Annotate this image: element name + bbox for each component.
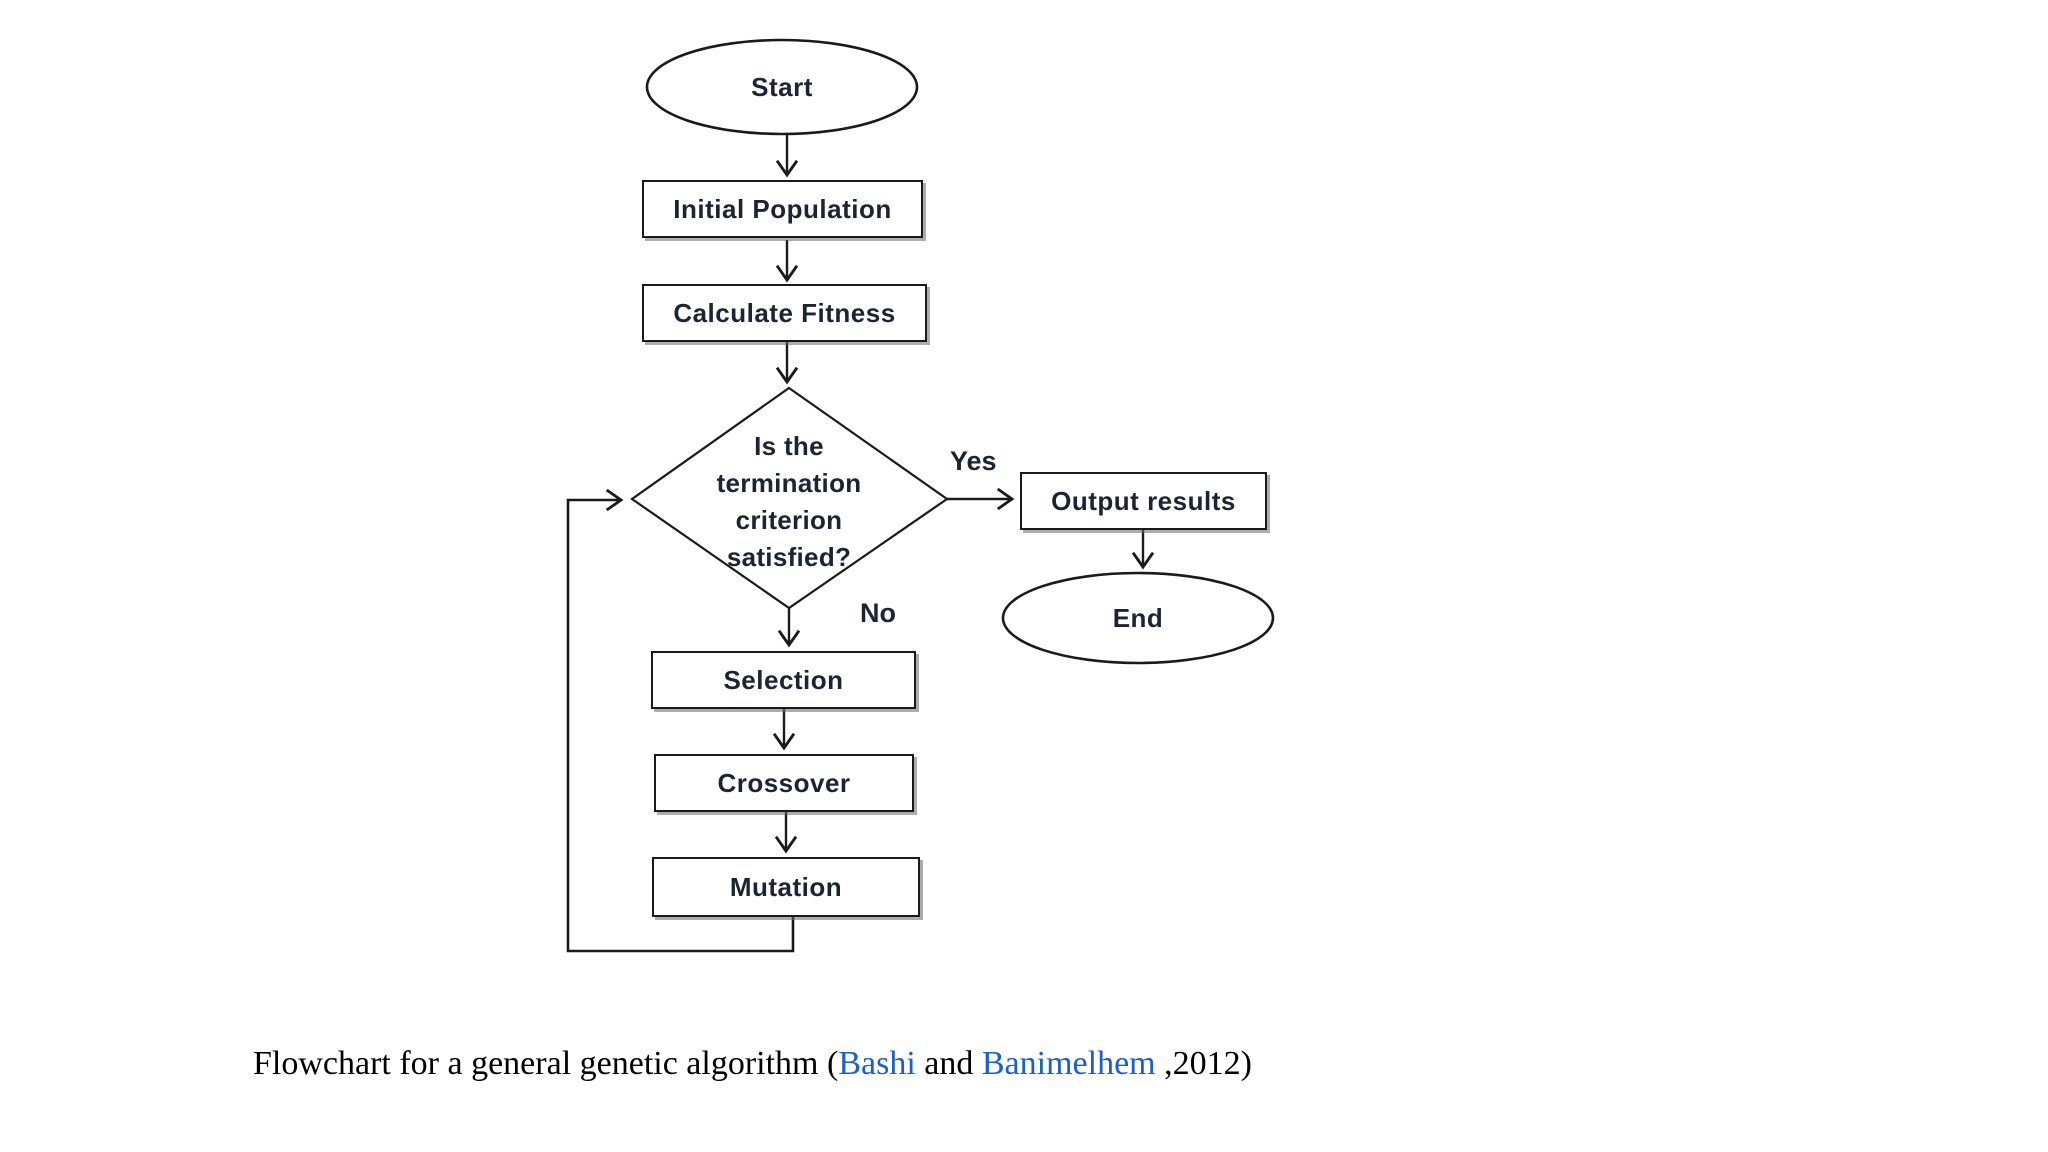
caption-citation-author-1: Bashi xyxy=(838,1045,916,1082)
decision-diamond xyxy=(630,386,949,610)
caption-connector: and xyxy=(915,1045,982,1082)
edge-mutation-loop-to-decision xyxy=(566,488,795,953)
node-selection: Selection xyxy=(651,651,916,709)
output-results-label: Output results xyxy=(1051,485,1236,516)
crossover-label: Crossover xyxy=(717,767,851,798)
node-initial-population: Initial Population xyxy=(642,180,923,238)
caption-suffix: ,2012) xyxy=(1155,1045,1252,1082)
start-ellipse xyxy=(645,38,919,136)
initial-population-label: Initial Population xyxy=(673,193,892,224)
calculate-fitness-label: Calculate Fitness xyxy=(673,297,896,328)
node-calculate-fitness: Calculate Fitness xyxy=(642,284,927,342)
caption-citation-author-2: Banimelhem xyxy=(981,1045,1156,1082)
node-output-results: Output results xyxy=(1020,472,1267,530)
selection-label: Selection xyxy=(723,664,844,695)
figure-caption: Flowchart for a general genetic algorith… xyxy=(253,1042,1252,1086)
end-label: End xyxy=(1112,602,1164,633)
no-branch-label: No xyxy=(860,598,896,628)
node-crossover: Crossover xyxy=(654,754,914,812)
node-mutation: Mutation xyxy=(652,857,920,917)
decision-question: Is the termination criterion satisfied? xyxy=(716,431,862,572)
node-end: End xyxy=(1003,573,1273,663)
caption-prefix: Flowchart for a general genetic algorith… xyxy=(253,1045,839,1082)
end-ellipse xyxy=(1001,571,1275,665)
mutation-label: Mutation xyxy=(729,871,843,902)
yes-branch-label: Yes xyxy=(950,446,997,476)
start-label: Start xyxy=(751,71,813,102)
node-start: Start xyxy=(647,40,917,134)
